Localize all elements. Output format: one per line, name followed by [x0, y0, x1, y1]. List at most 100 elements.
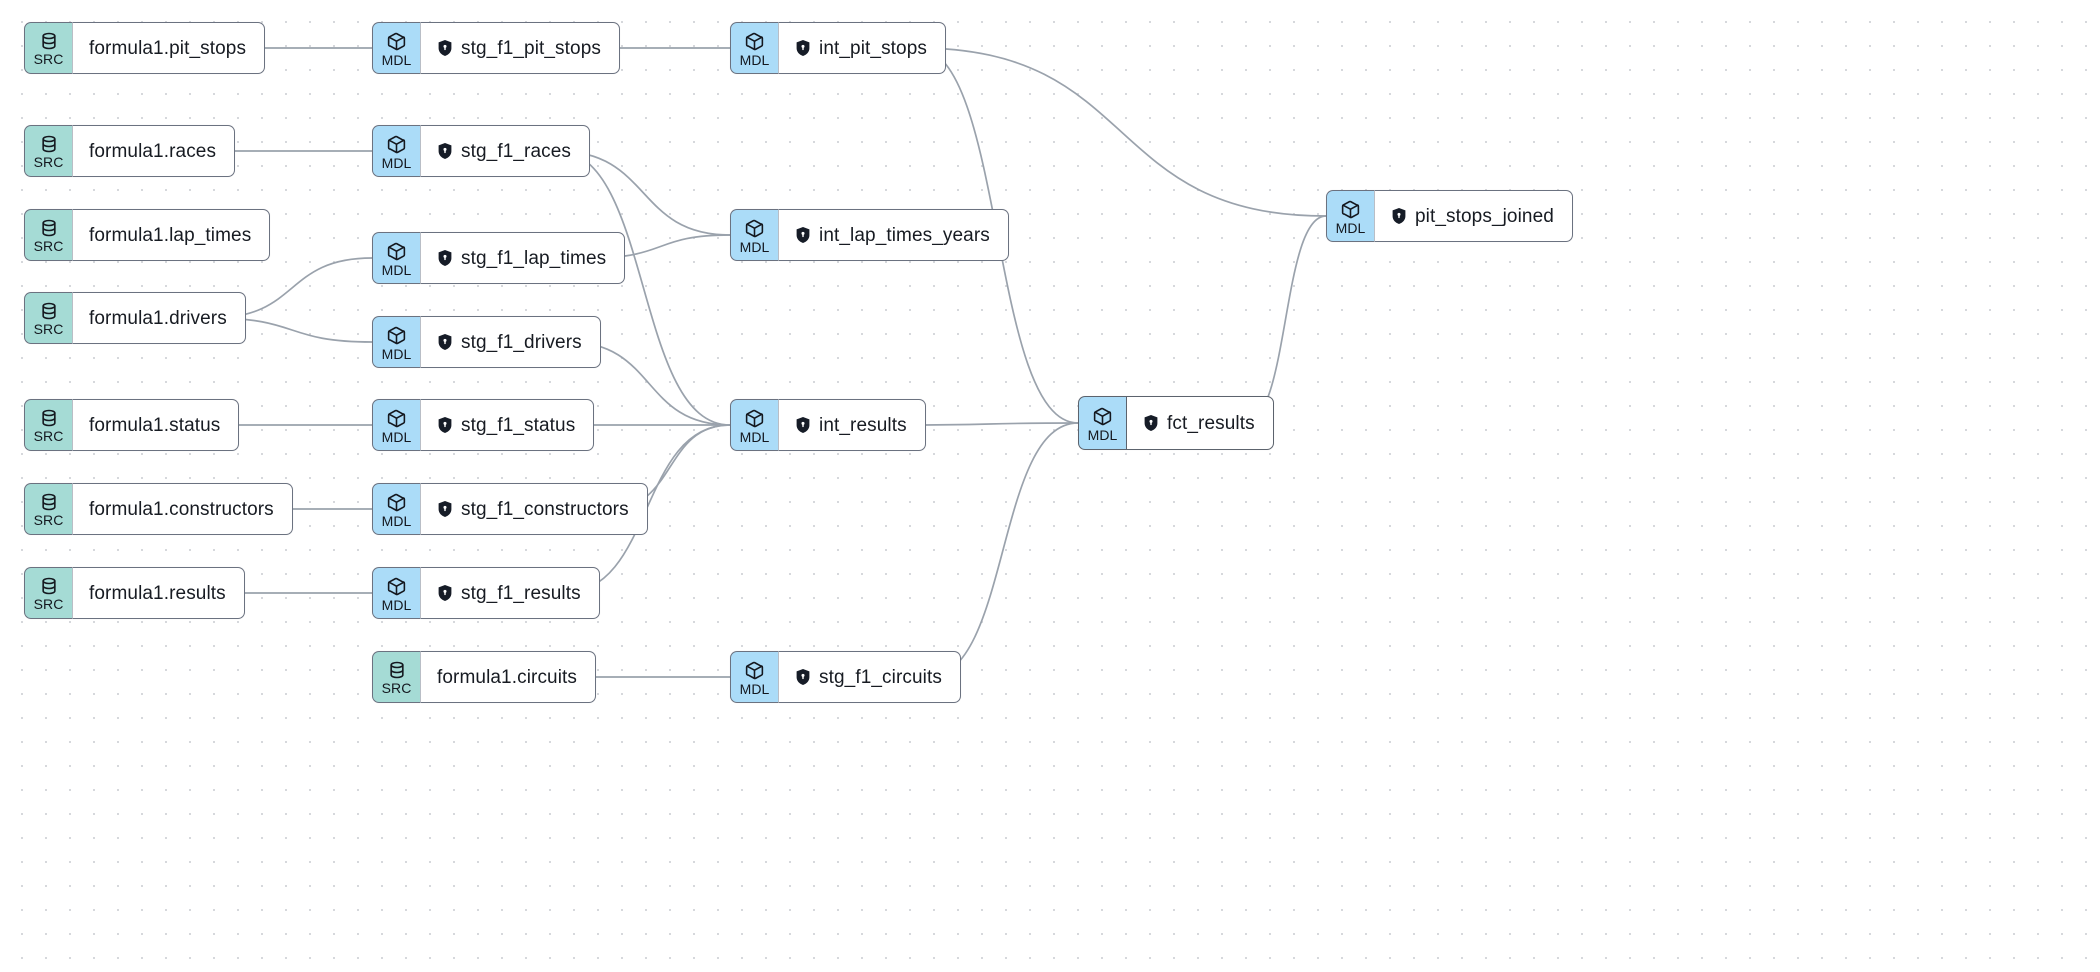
node-label-box: formula1.status	[72, 399, 240, 451]
lineage-node-stg_circuits[interactable]: MDL stg_f1_circuits	[730, 651, 961, 703]
node-label-box: formula1.races	[72, 125, 236, 177]
shield-icon	[437, 584, 453, 602]
node-label-box: formula1.constructors	[72, 483, 293, 535]
database-icon	[39, 576, 59, 596]
lineage-edge-stg_circuits-to-fct_results	[927, 422, 1079, 678]
shield-icon	[795, 226, 811, 244]
cube-icon	[1340, 199, 1361, 220]
lineage-edge-fct_results-to-pit_stops_joined	[1244, 215, 1327, 424]
model-badge: MDL	[372, 399, 420, 451]
node-label-box: stg_f1_races	[420, 125, 590, 177]
lineage-edge-stg_races-to-int_results	[556, 150, 731, 426]
node-label-box: int_lap_times_years	[778, 209, 1009, 261]
lineage-node-src_circuits[interactable]: SRC formula1.circuits	[372, 651, 597, 703]
model-badge: MDL	[372, 567, 420, 619]
node-label-box: formula1.pit_stops	[72, 22, 266, 74]
node-name-text: formula1.pit_stops	[89, 37, 247, 59]
node-name-text: formula1.results	[89, 582, 226, 604]
lineage-node-stg_status[interactable]: MDL stg_f1_status	[372, 399, 595, 451]
lineage-node-stg_results[interactable]: MDL stg_f1_results	[372, 567, 600, 619]
lineage-node-int_pit_stops[interactable]: MDL int_pit_stops	[730, 22, 946, 74]
lineage-node-int_results[interactable]: MDL int_results	[730, 399, 926, 451]
node-label-box: stg_f1_lap_times	[420, 232, 626, 284]
cube-icon	[744, 660, 765, 681]
source-badge: SRC	[24, 209, 72, 261]
model-badge: MDL	[1326, 190, 1374, 242]
source-badge: SRC	[372, 651, 420, 703]
badge-label: MDL	[381, 345, 412, 362]
lineage-node-stg_races[interactable]: MDL stg_f1_races	[372, 125, 590, 177]
database-icon	[39, 301, 59, 321]
node-name-text: stg_f1_circuits	[819, 666, 942, 688]
badge-label: MDL	[1087, 426, 1118, 443]
badge-label: MDL	[739, 51, 770, 68]
badge-label: SRC	[33, 428, 64, 444]
badge-label: SRC	[33, 154, 64, 170]
node-name-text: stg_f1_constructors	[461, 498, 629, 520]
node-label-box: formula1.circuits	[420, 651, 597, 703]
badge-label: MDL	[381, 154, 412, 171]
badge-label: SRC	[33, 321, 64, 337]
lineage-edge-int_pit_stops-to-pit_stops_joined	[916, 47, 1327, 217]
badge-label: MDL	[381, 428, 412, 445]
lineage-node-stg_constructors[interactable]: MDL stg_f1_constructors	[372, 483, 648, 535]
lineage-node-int_lap_times_years[interactable]: MDL int_lap_times_years	[730, 209, 1009, 261]
database-icon	[39, 31, 59, 51]
node-name-text: formula1.status	[89, 414, 221, 436]
node-name-text: formula1.drivers	[89, 307, 227, 329]
node-name-text: int_lap_times_years	[819, 224, 990, 246]
cube-icon	[744, 408, 765, 429]
model-badge: MDL	[730, 22, 778, 74]
node-name-text: pit_stops_joined	[1415, 205, 1554, 227]
shield-icon	[1391, 207, 1407, 225]
lineage-node-stg_pit_stops[interactable]: MDL stg_f1_pit_stops	[372, 22, 620, 74]
source-badge: SRC	[24, 567, 72, 619]
badge-label: MDL	[1335, 219, 1366, 236]
badge-label: MDL	[381, 51, 412, 68]
node-label-box: stg_f1_circuits	[778, 651, 961, 703]
node-label-box: stg_f1_status	[420, 399, 595, 451]
lineage-node-src_results[interactable]: SRC formula1.results	[24, 567, 245, 619]
lineage-node-stg_drivers[interactable]: MDL stg_f1_drivers	[372, 316, 601, 368]
lineage-node-stg_lap_times[interactable]: MDL stg_f1_lap_times	[372, 232, 626, 284]
model-badge: MDL	[372, 232, 420, 284]
lineage-node-src_pit_stops[interactable]: SRC formula1.pit_stops	[24, 22, 266, 74]
lineage-node-fct_results[interactable]: MDL fct_results	[1078, 396, 1274, 450]
lineage-node-pit_stops_joined[interactable]: MDL pit_stops_joined	[1326, 190, 1573, 242]
node-name-text: stg_f1_lap_times	[461, 247, 607, 269]
node-name-text: stg_f1_drivers	[461, 331, 582, 353]
database-icon	[39, 408, 59, 428]
badge-label: MDL	[381, 512, 412, 529]
node-name-text: stg_f1_races	[461, 140, 571, 162]
badge-label: SRC	[33, 51, 64, 67]
badge-label: SRC	[381, 680, 412, 696]
model-badge: MDL	[372, 125, 420, 177]
badge-label: MDL	[381, 261, 412, 278]
node-label-box: pit_stops_joined	[1374, 190, 1573, 242]
node-name-text: int_pit_stops	[819, 37, 927, 59]
node-name-text: fct_results	[1167, 412, 1255, 434]
node-label-box: stg_f1_drivers	[420, 316, 601, 368]
shield-icon	[795, 416, 811, 434]
database-icon	[387, 660, 407, 680]
source-badge: SRC	[24, 292, 72, 344]
shield-icon	[437, 249, 453, 267]
cube-icon	[744, 31, 765, 52]
database-icon	[39, 218, 59, 238]
node-name-text: formula1.races	[89, 140, 217, 162]
node-label-box: stg_f1_pit_stops	[420, 22, 620, 74]
lineage-node-src_status[interactable]: SRC formula1.status	[24, 399, 240, 451]
lineage-node-src_drivers[interactable]: SRC formula1.drivers	[24, 292, 246, 344]
lineage-node-src_races[interactable]: SRC formula1.races	[24, 125, 236, 177]
node-name-text: int_results	[819, 414, 907, 436]
shield-icon	[795, 39, 811, 57]
cube-icon	[386, 408, 407, 429]
node-label-box: stg_f1_results	[420, 567, 600, 619]
shield-icon	[437, 416, 453, 434]
cube-icon	[386, 31, 407, 52]
source-badge: SRC	[24, 399, 72, 451]
